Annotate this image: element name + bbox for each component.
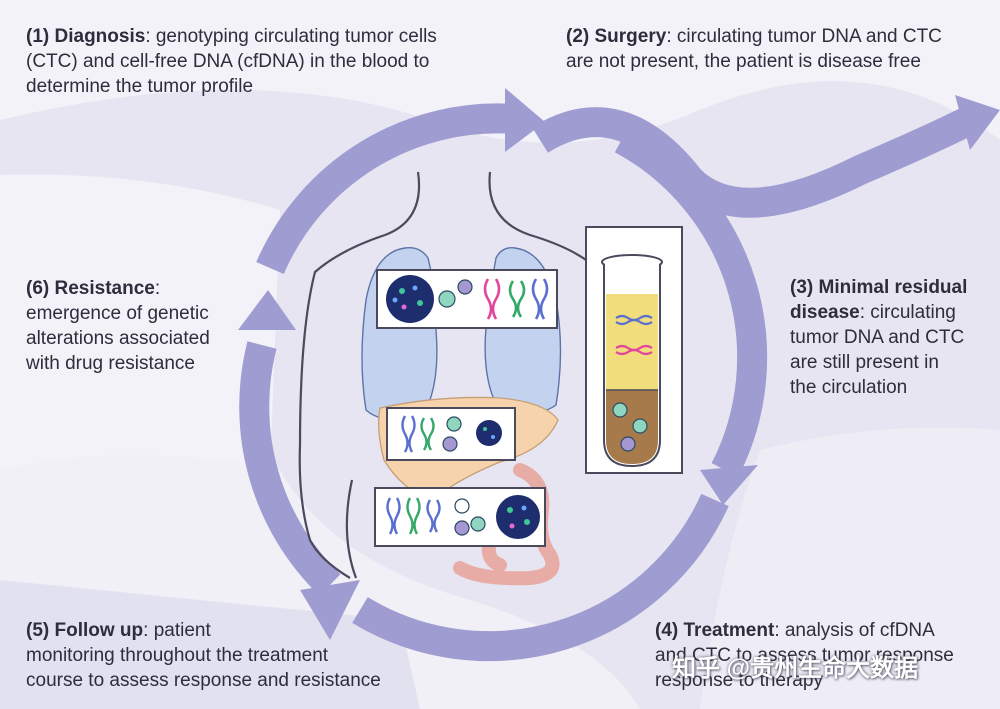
blood-tube-icon <box>601 254 663 468</box>
step-mrd-line-2: tumor DNA and CTC <box>790 327 965 348</box>
step-diagnosis-line-2: (CTC) and cell-free DNA (cfDNA) in the b… <box>26 51 430 72</box>
step-surgery-title: (2) Surgery <box>566 26 667 47</box>
step-followup-line-3: course to assess response and resistance <box>26 670 381 691</box>
blood-cell-icon <box>454 498 470 514</box>
step-mrd-text: (3) Minimal residual disease: circulatin… <box>790 275 967 400</box>
arrowhead-to-surgery <box>505 88 545 152</box>
step-resistance-line-4: with drug resistance <box>26 353 195 374</box>
step-mrd-line-3: are still present in <box>790 352 939 373</box>
step-resistance-text: (6) Resistance: emergence of genetic alt… <box>26 276 210 376</box>
step-surgery-text: (2) Surgery: circulating tumor DNA and C… <box>566 24 942 74</box>
step-mrd-title-line-2: disease <box>790 302 860 323</box>
step-followup-text: (5) Follow up: patient monitoring throug… <box>26 618 381 693</box>
dna-strand-icon <box>386 497 441 535</box>
step-diagnosis-title: (1) Diagnosis <box>26 26 146 47</box>
step-treatment-text: (4) Treatment: analysis of cfDNA and CTC… <box>655 618 954 693</box>
sample-panel-intestine <box>374 487 546 547</box>
step-resistance-line-2: emergence of genetic <box>26 303 209 324</box>
step-resistance-line-3: alterations associated <box>26 328 210 349</box>
step-surgery-line-1: : circulating tumor DNA and CTC <box>666 26 942 47</box>
tumor-cell-icon <box>476 420 502 446</box>
blood-cell-icon <box>454 520 470 536</box>
blood-cell-icon <box>470 516 486 532</box>
tumor-cell-icon <box>386 275 434 323</box>
step-diagnosis-text: (1) Diagnosis: genotyping circulating tu… <box>26 24 437 99</box>
step-mrd-line-1: : circulating <box>859 302 956 323</box>
sample-panel-liver <box>386 407 516 461</box>
blood-cell-icon <box>446 416 462 432</box>
step-resistance-line-1: : <box>154 278 161 299</box>
step-treatment-line-1: : analysis of cfDNA <box>774 620 935 641</box>
blood-tube-panel <box>585 226 683 474</box>
disease-free-exit-arrow-icon <box>532 95 1000 218</box>
arrowhead-to-followup <box>300 580 360 640</box>
step-mrd-title-line-1: (3) Minimal residual <box>790 277 968 298</box>
step-diagnosis-line-1: : genotyping circulating tumor cells <box>145 26 437 47</box>
arrowhead-to-resistance <box>238 290 296 330</box>
step-followup-line-1: : patient <box>143 620 211 641</box>
blood-cell-icon <box>438 290 456 308</box>
step-followup-title: (5) Follow up <box>26 620 144 641</box>
step-resistance-title: (6) Resistance <box>26 278 155 299</box>
step-treatment-line-3: response to therapy <box>655 670 823 691</box>
blood-cell-icon <box>632 418 648 434</box>
step-mrd-line-4: the circulation <box>790 377 908 398</box>
step-followup-line-2: monitoring throughout the treatment <box>26 645 329 666</box>
blood-cell-icon <box>612 402 628 418</box>
sample-panel-lung <box>376 269 558 329</box>
step-treatment-title: (4) Treatment <box>655 620 775 641</box>
step-treatment-line-2: and CTC to assess tumor response <box>655 645 954 666</box>
step-diagnosis-line-3: determine the tumor profile <box>26 76 254 97</box>
dna-strand-icon <box>483 278 549 320</box>
arrowhead-to-treatment <box>700 465 758 505</box>
tumor-cell-icon <box>496 495 540 539</box>
cycle-arrowheads <box>238 88 758 640</box>
blood-cell-icon <box>620 436 636 452</box>
blood-cell-icon <box>442 436 458 452</box>
step-surgery-line-2: are not present, the patient is disease … <box>566 51 921 72</box>
blood-cell-icon <box>457 279 473 295</box>
dna-strand-icon <box>401 415 435 453</box>
watermark: 知乎 @贵州生命大数据 <box>672 655 919 682</box>
